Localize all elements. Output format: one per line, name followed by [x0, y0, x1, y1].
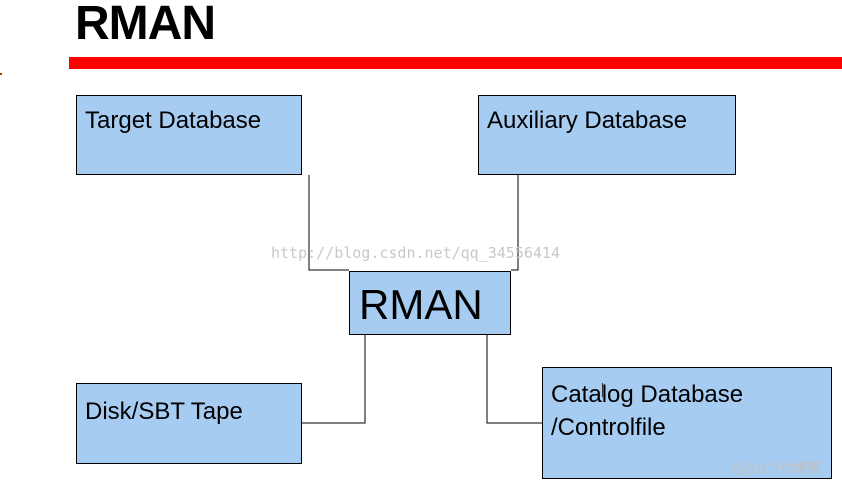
edge-rman-disk — [302, 335, 366, 424]
edge-aux-rman — [511, 175, 519, 271]
stray-dot — [0, 73, 2, 75]
url-watermark: http://blog.csdn.net/qq_34556414 — [271, 244, 560, 262]
slide-title: RMAN — [75, 0, 216, 50]
node-catalog-database: Catalog Database /Controlfile — [542, 367, 832, 479]
edge-target-rman — [308, 175, 349, 271]
node-target-database: Target Database — [76, 95, 302, 175]
node-label: Auxiliary Database — [487, 107, 688, 134]
node-label-line2: /Controlfile — [551, 414, 666, 441]
node-label: Target Database — [85, 107, 262, 134]
node-disk-sbt-tape: Disk/SBT Tape — [76, 383, 302, 464]
node-auxiliary-database: Auxiliary Database — [478, 95, 736, 175]
node-label: Disk/SBT Tape — [85, 398, 243, 425]
node-label: RMAN — [359, 281, 483, 328]
title-underline-bar — [69, 57, 842, 69]
text-cursor-icon — [602, 383, 605, 397]
node-rman: RMAN — [349, 271, 511, 335]
node-label-line1: Catalog Database — [551, 381, 744, 408]
edge-rman-catalog — [486, 335, 542, 424]
corner-watermark: @51CTO博客 — [733, 460, 821, 476]
